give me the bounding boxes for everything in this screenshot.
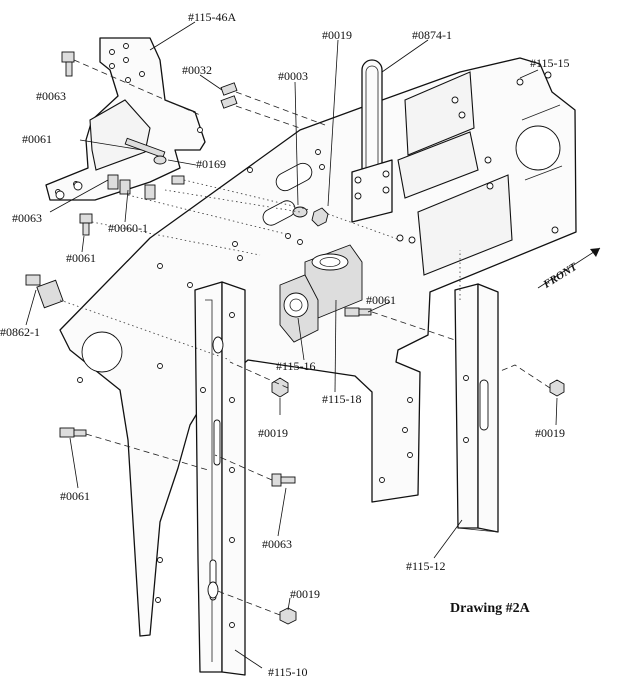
leader-lines xyxy=(25,21,558,669)
label-0061-left: #0061 xyxy=(22,132,52,146)
side-plate-115-15 xyxy=(59,57,577,637)
screw-0063-top xyxy=(61,51,75,77)
label-115-15: #115-15 xyxy=(530,56,570,70)
label-0063-low: #0063 xyxy=(262,537,292,551)
drawing-title: Drawing #2A xyxy=(450,601,531,616)
label-0061-right: #0061 xyxy=(366,293,396,307)
label-0032: #0032 xyxy=(182,63,212,77)
label-0862-1: #0862-1 xyxy=(0,325,40,339)
front-label: FRONT xyxy=(540,260,580,291)
fasteners xyxy=(25,51,565,625)
label-115-10: #115-10 xyxy=(268,665,308,679)
standoff-0862-1 xyxy=(25,274,64,309)
assembly-lines xyxy=(59,59,551,616)
label-0019-top: #0019 xyxy=(322,28,352,42)
rail-115-12 xyxy=(454,283,499,533)
label-0061-low: #0061 xyxy=(60,489,90,503)
nut-0019-right xyxy=(549,379,565,397)
bearing-block-115-18 xyxy=(279,244,363,343)
label-0063-mid: #0063 xyxy=(12,211,42,225)
label-0019-right: #0019 xyxy=(535,426,565,440)
label-0874-1: #0874-1 xyxy=(412,28,452,42)
screw-0061-mid xyxy=(79,213,93,236)
label-0169: #0169 xyxy=(196,157,226,171)
label-115-46A: #115-46A xyxy=(188,10,237,24)
shaft-0169 xyxy=(124,137,167,165)
label-115-16: #115-16 xyxy=(276,359,316,373)
label-115-12: #115-12 xyxy=(406,559,446,573)
label-115-18: #115-18 xyxy=(322,392,362,406)
part-labels: #115-46A #0019 #0874-1 #0032 #0003 #115-… xyxy=(0,10,570,679)
label-0063-top: #0063 xyxy=(36,89,66,103)
screw-0063-low xyxy=(271,473,296,487)
front-arrow: FRONT xyxy=(537,247,601,291)
label-0019-mid: #0019 xyxy=(258,426,288,440)
label-0060-1: #0060-1 xyxy=(108,221,148,235)
nut-0019-top xyxy=(311,207,329,227)
rail-115-10 xyxy=(194,281,246,676)
nut-0019-mid xyxy=(271,377,289,398)
screw-0061-low xyxy=(59,427,87,438)
screw-0061-right xyxy=(344,307,372,317)
nut-0019-low xyxy=(279,607,297,625)
label-0003: #0003 xyxy=(278,69,308,83)
screws-0032 xyxy=(220,82,238,109)
washer-0003 xyxy=(292,206,308,218)
label-0061-mid: #0061 xyxy=(66,251,96,265)
label-0019-low: #0019 xyxy=(290,587,320,601)
belt-0874-1 xyxy=(351,59,393,223)
